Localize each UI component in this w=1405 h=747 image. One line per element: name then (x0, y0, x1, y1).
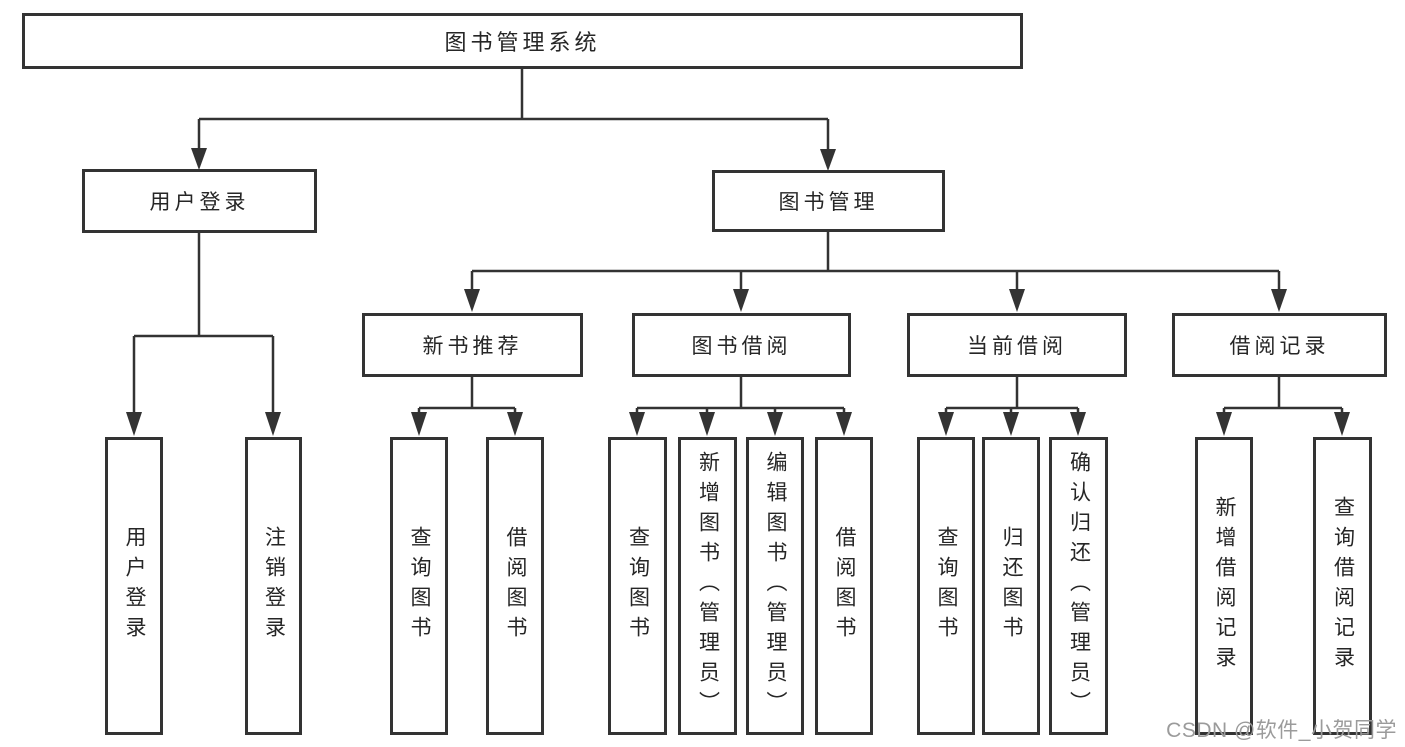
leaf-logout: 注销登录 (245, 437, 302, 735)
leaf-query-books-3: 查询图书 (917, 437, 975, 735)
connector-borrow-records-to-leaves (1216, 377, 1350, 436)
node-user-login: 用户登录 (82, 169, 317, 233)
node-book-mgmt: 图书管理 (712, 170, 945, 232)
connector-user-login-to-leaves (126, 233, 281, 436)
node-root: 图书管理系统 (22, 13, 1023, 69)
node-borrow-records: 借阅记录 (1172, 313, 1387, 377)
csdn-watermark: CSDN @软件_小贺同学 (1166, 719, 1397, 742)
node-current-borrow: 当前借阅 (907, 313, 1127, 377)
leaf-add-books-admin: 新增图书（管理员） (678, 437, 737, 735)
connector-current-borrow-to-leaves (938, 377, 1086, 436)
leaf-return-books: 归还图书 (982, 437, 1040, 735)
leaf-user-login: 用户登录 (105, 437, 163, 735)
leaf-query-borrow-record: 查询借阅记录 (1313, 437, 1372, 735)
leaf-add-borrow-record: 新增借阅记录 (1195, 437, 1253, 735)
connector-book-borrow-to-leaves (629, 377, 852, 436)
leaf-confirm-return-admin: 确认归还（管理员） (1049, 437, 1108, 735)
leaf-borrow-books-1: 借阅图书 (486, 437, 544, 735)
connector-new-books-to-leaves (411, 377, 523, 436)
node-book-borrow: 图书借阅 (632, 313, 851, 377)
leaf-borrow-books-2: 借阅图书 (815, 437, 873, 735)
leaf-query-books-1: 查询图书 (390, 437, 448, 735)
connector-book-mgmt-to-level3 (464, 232, 1287, 312)
node-new-books: 新书推荐 (362, 313, 583, 377)
connector-root-to-level2 (191, 69, 836, 171)
leaf-edit-books-admin: 编辑图书（管理员） (746, 437, 804, 735)
leaf-query-books-2: 查询图书 (608, 437, 667, 735)
